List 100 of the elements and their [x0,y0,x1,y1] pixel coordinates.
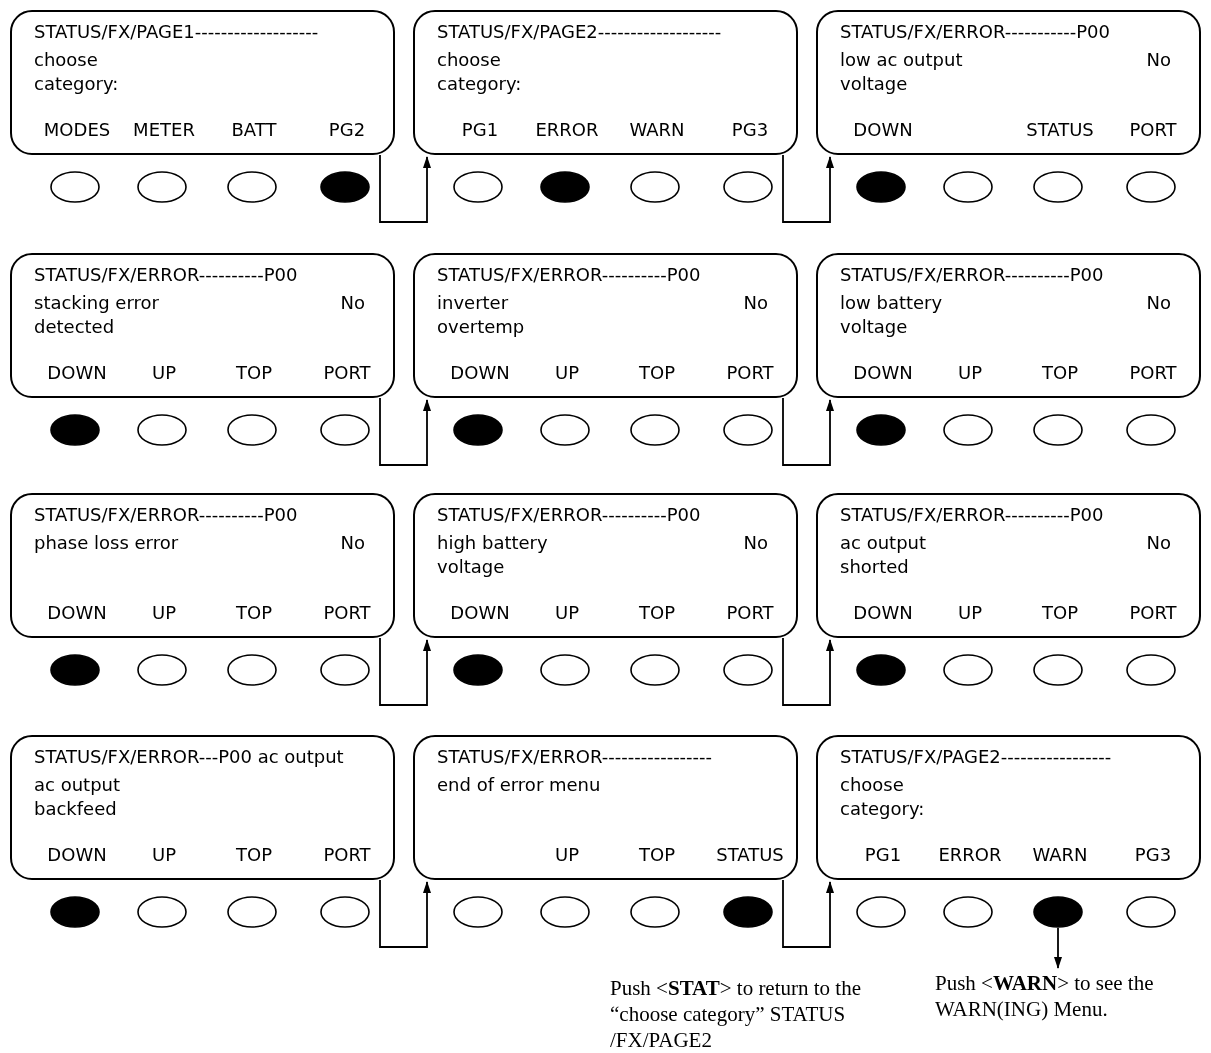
lcd-screen [816,735,1201,880]
screen-header: STATUS/FX/PAGE2------------------- [437,20,722,44]
lcd-screen [816,493,1201,638]
arrow [782,154,834,223]
screen-header: STATUS/FX/ERROR----------P00 [34,503,298,527]
screen-header: STATUS/FX/ERROR----------P00 [437,503,701,527]
softkey-label: DOWN [450,601,510,625]
lcd-screen [816,253,1201,398]
softkey-label: DOWN [853,118,913,142]
screen-message: low ac output voltage [840,48,964,96]
screen-header: STATUS/FX/PAGE1------------------- [34,20,319,44]
softkey-label: STATUS [1026,118,1094,142]
softkey-label: TOP [639,843,675,867]
arrow [379,397,431,466]
arrow [379,637,431,706]
softkey-label: MODES [43,118,111,142]
status-value: No [743,291,768,315]
softkey-label: ERROR [535,118,599,142]
softkey-label: PG2 [328,118,366,142]
softkey-label: PORT [323,843,371,867]
softkey-label: DOWN [853,361,913,385]
softkey-label: PORT [323,361,371,385]
softkey-label: DOWN [450,361,510,385]
softkey-label: PG1 [461,118,499,142]
screen-message: choose category: [34,48,120,96]
softkey-label: UP [555,601,579,625]
screen-message: inverter overtemp [437,291,526,339]
softkey-label: UP [958,601,982,625]
softkey-label: DOWN [47,361,107,385]
arrow [782,637,834,706]
softkey-label: TOP [236,601,272,625]
softkey-label: TOP [639,601,675,625]
softkey-label: PORT [323,601,371,625]
softkey-label: UP [555,843,579,867]
screen-header: STATUS/FX/ERROR----------P00 [34,263,298,287]
screen-message: ac output shorted [840,531,928,579]
screen-message: low battery voltage [840,291,944,339]
lcd-screen [10,735,395,880]
status-value: No [1146,531,1171,555]
status-value: No [340,291,365,315]
softkey-label: WARN [1032,843,1088,867]
status-value: No [340,531,365,555]
softkey-label: ERROR [938,843,1002,867]
softkey-label: UP [152,843,176,867]
lcd-screen [816,10,1201,155]
softkey-label: PORT [726,601,774,625]
screen-header: STATUS/FX/ERROR----------P00 [840,503,1104,527]
screen-message: choose category: [437,48,523,96]
status-value: No [743,531,768,555]
screen-message: choose category: [840,773,926,821]
softkey-label: STATUS [716,843,784,867]
screen-header: STATUS/FX/ERROR-----------P00 [840,20,1110,44]
screen-message: phase loss error [34,531,180,555]
lcd-screen [413,253,798,398]
screen-header: STATUS/FX/ERROR---P00 ac output [34,745,344,769]
screen-header: STATUS/FX/ERROR----------------- [437,745,713,769]
softkey-label: BATT [231,118,277,142]
lcd-screen [10,253,395,398]
arrow [782,397,834,466]
softkey-label: PG3 [1134,843,1172,867]
screen-header: STATUS/FX/PAGE2----------------- [840,745,1112,769]
screen-message: high battery voltage [437,531,549,579]
lcd-screen [10,10,395,155]
softkey-label: TOP [236,361,272,385]
softkey-label: PORT [1129,601,1177,625]
arrow [1054,927,1062,969]
lcd-screen [413,735,798,880]
softkey-label: UP [555,361,579,385]
softkey-label: PG3 [731,118,769,142]
softkey-label: PG1 [864,843,902,867]
screen-message: stacking error detected [34,291,160,339]
arrow [379,879,431,948]
screen-header: STATUS/FX/ERROR----------P00 [840,263,1104,287]
softkey-label: UP [152,361,176,385]
softkey-label: TOP [639,361,675,385]
softkey-label: DOWN [47,843,107,867]
screen-message: ac output backfeed [34,773,122,821]
screen-message: end of error menu [437,773,601,797]
softkey-label: PORT [1129,361,1177,385]
softkey-label: PORT [726,361,774,385]
softkey-label: TOP [1042,361,1078,385]
softkey-label: METER [133,118,195,142]
lcd-screen [413,493,798,638]
screen-header: STATUS/FX/ERROR----------P00 [437,263,701,287]
note-text: Push <STAT> to return to the “choose category” STATUS /FX/PAGE2 [610,975,862,1053]
note-text: Push <WARN> to see the WARN(ING) Menu. [935,970,1205,1022]
arrow [782,879,834,948]
softkey-label: TOP [236,843,272,867]
lcd-screen [10,493,395,638]
softkey-label: UP [958,361,982,385]
softkey-label: PORT [1129,118,1177,142]
lcd-screen [413,10,798,155]
softkey-label: WARN [629,118,685,142]
arrow [379,154,431,223]
softkey-label: UP [152,601,176,625]
status-value: No [1146,48,1171,72]
softkey-label: DOWN [47,601,107,625]
softkey-label: TOP [1042,601,1078,625]
softkey-label: DOWN [853,601,913,625]
status-value: No [1146,291,1171,315]
